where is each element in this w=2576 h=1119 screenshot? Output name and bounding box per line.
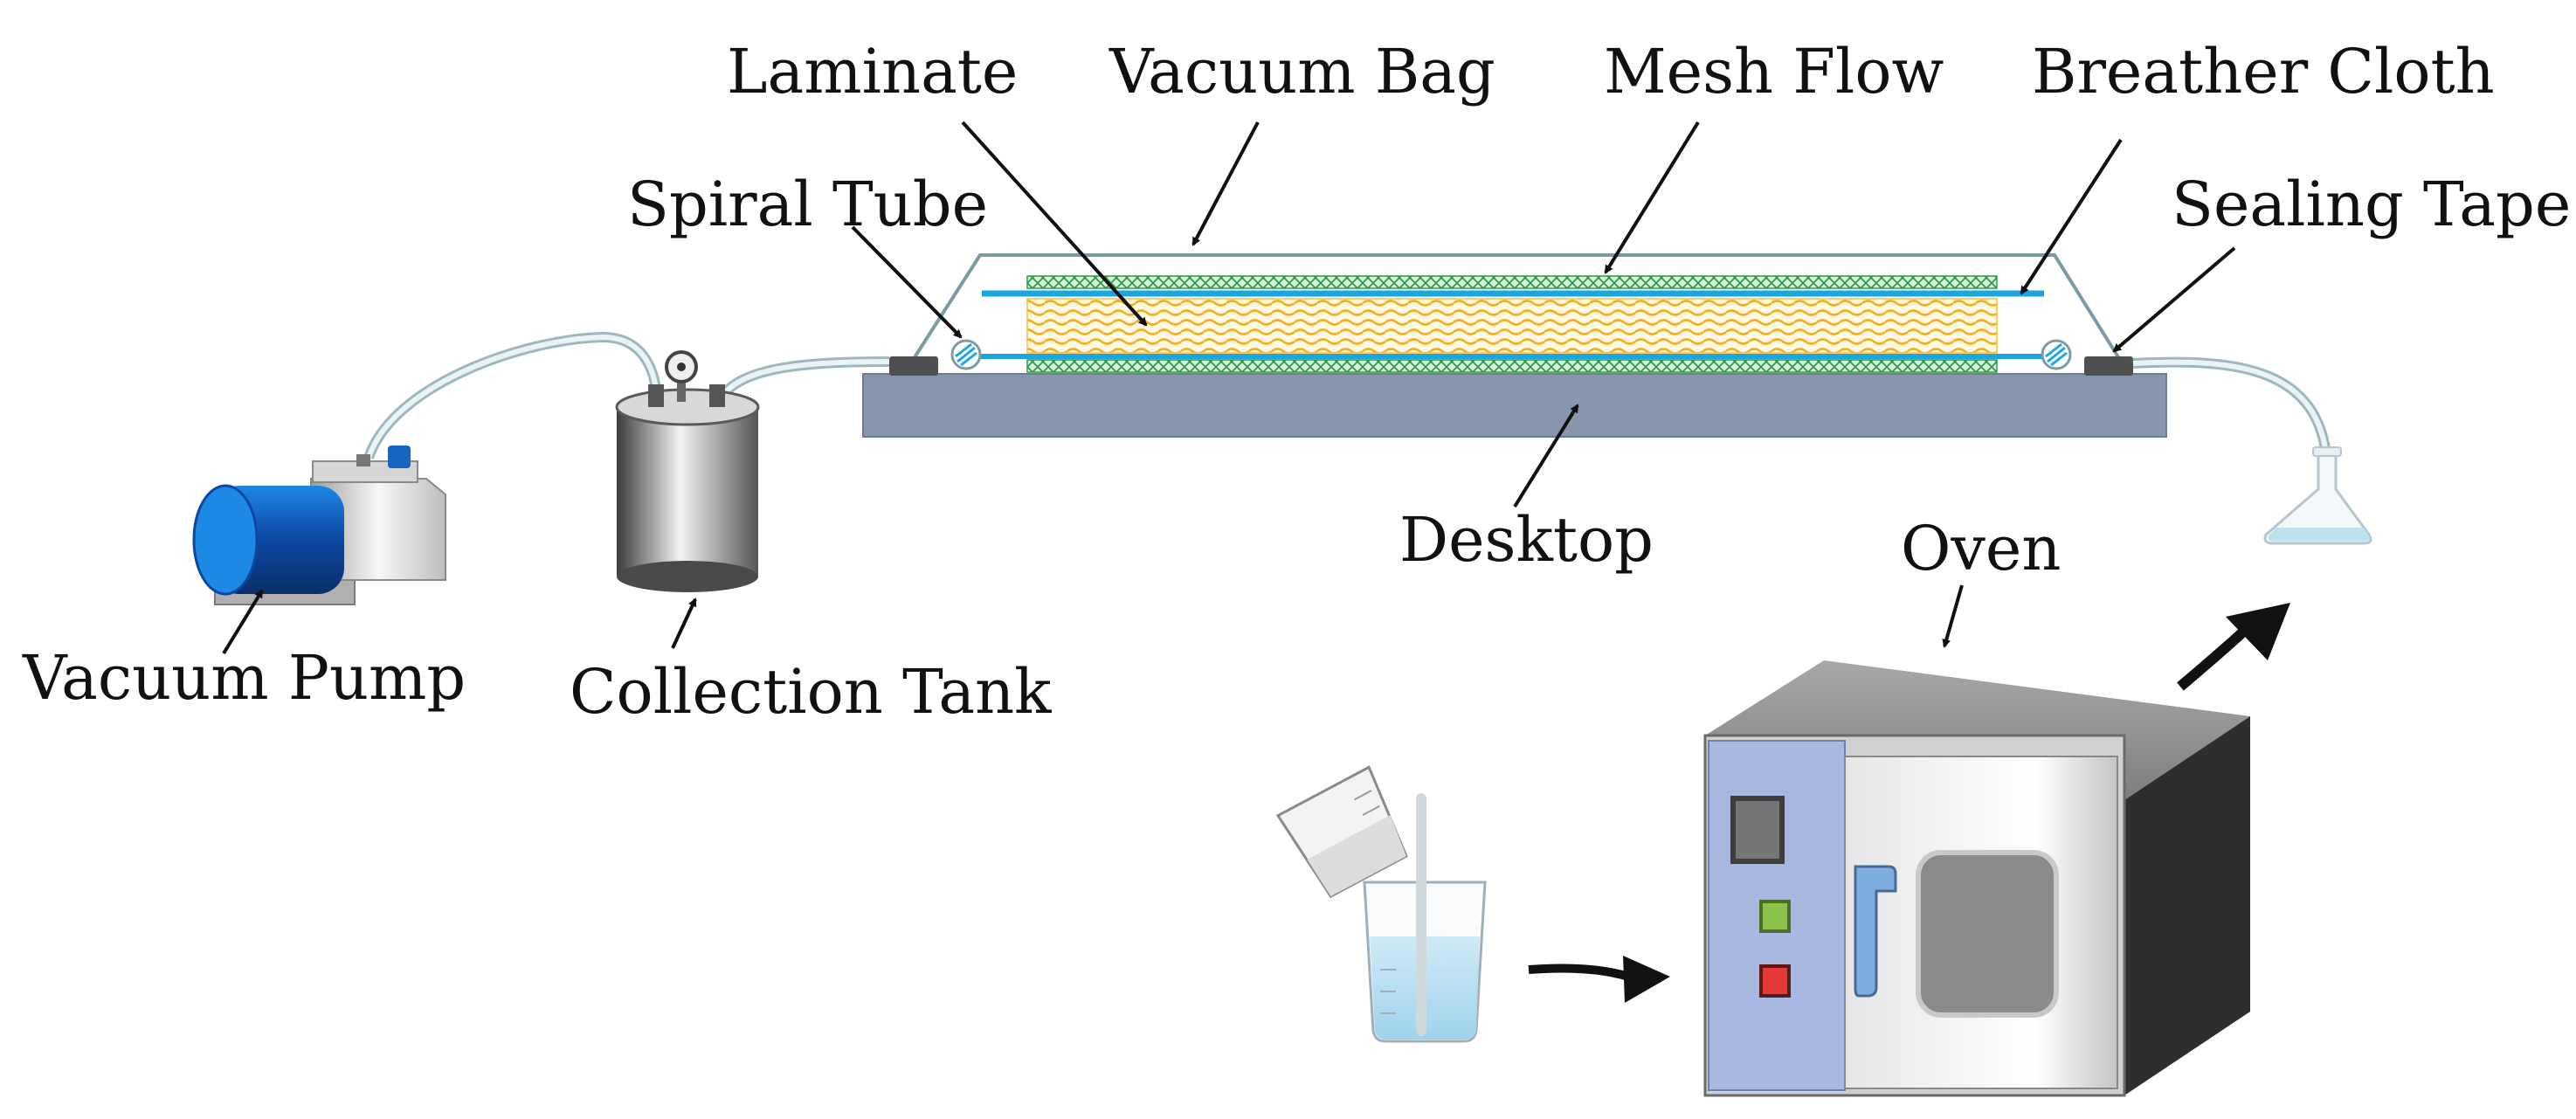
collection-tank <box>615 350 760 592</box>
oven-red-indicator <box>1759 964 1791 998</box>
vacuum-bag <box>907 253 2126 369</box>
resin-beaker <box>1363 793 1487 1043</box>
label-oven: Oven <box>1901 513 2061 584</box>
oven-to-flask-arrow <box>2177 603 2290 691</box>
sealing-tape-right <box>2084 356 2133 376</box>
label-sealing-tape: Sealing Tape <box>2172 169 2571 240</box>
label-breather-cloth: Breather Cloth <box>2032 36 2495 107</box>
bottom-mesh-layer <box>1026 359 1998 373</box>
label-mesh-flow: Mesh Flow <box>1604 36 1944 107</box>
layup-stack <box>964 275 2058 373</box>
oven-window <box>1916 850 2059 1018</box>
oven <box>1703 660 2250 1097</box>
desktop <box>862 373 2167 438</box>
label-desktop: Desktop <box>1399 504 1654 576</box>
oven-side <box>2124 716 2250 1095</box>
oven-display <box>1730 796 1785 864</box>
leader-arrows <box>222 121 2236 655</box>
sealing-tape-left <box>889 356 938 376</box>
collection-flask <box>2263 446 2372 545</box>
spiral-tube-left <box>950 339 982 370</box>
beaker-to-oven-arrow <box>1528 956 1670 1003</box>
label-vacuum-pump: Vacuum Pump <box>22 642 466 714</box>
spiral-tube-right <box>2041 339 2072 370</box>
pouring-cup <box>1275 765 1408 899</box>
label-vacuum-bag: Vacuum Bag <box>1108 36 1495 107</box>
vacuum-pump <box>192 446 446 605</box>
laminate-layer <box>1026 298 1998 354</box>
oven-green-indicator <box>1759 900 1791 933</box>
label-spiral-tube: Spiral Tube <box>627 169 988 240</box>
label-collection-tank: Collection Tank <box>570 656 1052 728</box>
label-laminate: Laminate <box>727 36 1018 107</box>
oven-handle <box>1854 865 1897 998</box>
top-mesh-layer <box>1026 275 1998 289</box>
